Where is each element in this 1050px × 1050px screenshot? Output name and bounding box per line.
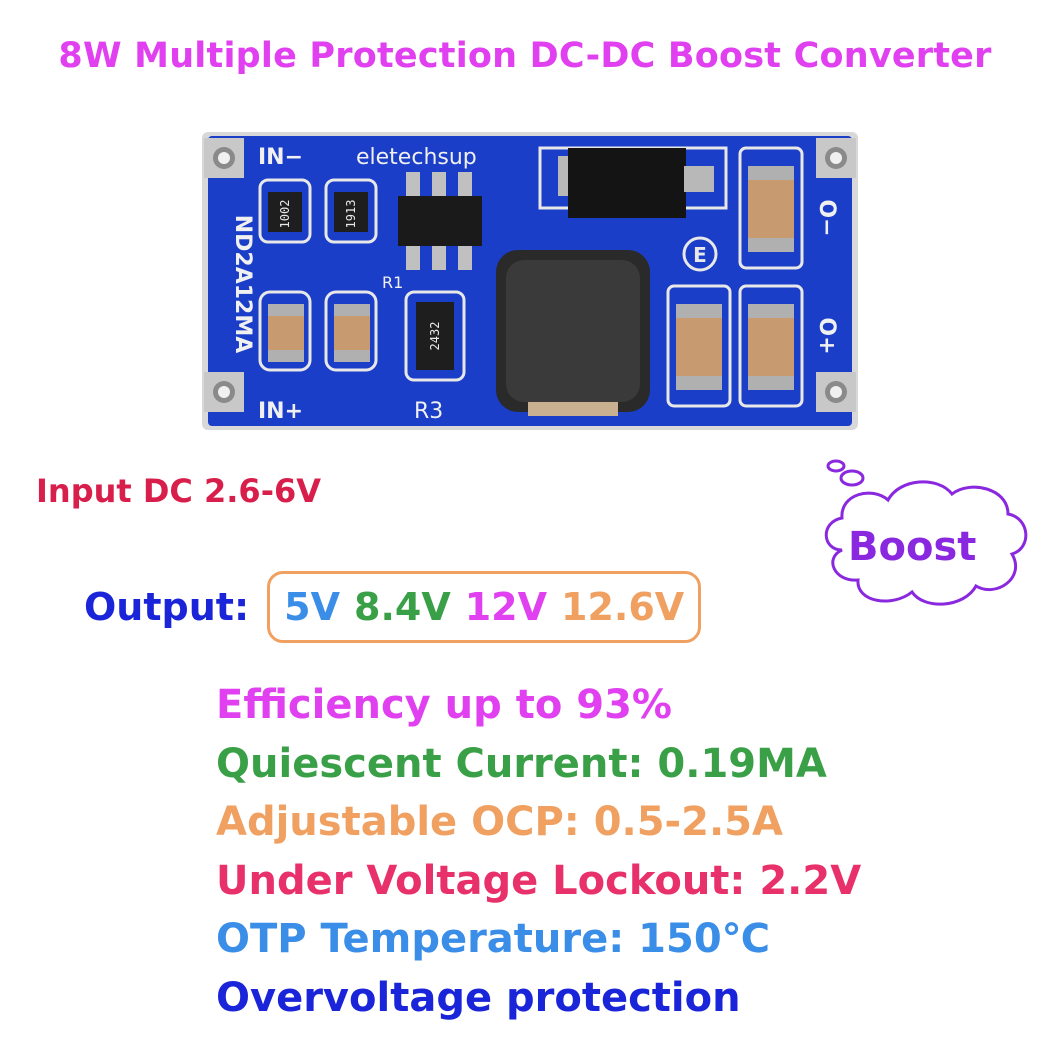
brand-label: eletechsup — [356, 145, 477, 170]
svg-text:1002: 1002 — [278, 200, 292, 229]
output-label: Output: — [84, 585, 250, 629]
boost-label: Boost — [848, 524, 977, 570]
svg-text:1913: 1913 — [344, 200, 358, 229]
feature-adjustable-ocp: Adjustable OCP: 0.5-2.5A — [216, 799, 783, 845]
feature-list: Efficiency up to 93% Quiescent Current: … — [216, 676, 861, 1027]
voltage-8-4v: 8.4V — [354, 585, 451, 629]
voltage-12v: 12V — [464, 585, 548, 629]
voltage-5v: 5V — [284, 585, 340, 629]
label-out-minus: O− — [814, 199, 839, 236]
thought-cloud-icon — [824, 459, 1028, 606]
voltage-12-6v: 12.6V — [561, 585, 685, 629]
feature-under-voltage-lockout: Under Voltage Lockout: 2.2V — [216, 857, 862, 904]
mounting-holes — [204, 138, 856, 412]
output-row: Output: 5V 8.4V 12V 12.6V — [84, 571, 702, 643]
voltage-options-box: 5V 8.4V 12V 12.6V — [267, 571, 702, 643]
svg-text:R1: R1 — [382, 273, 403, 292]
input-spec: Input DC 2.6-6V — [36, 472, 321, 510]
svg-text:E: E — [693, 243, 707, 267]
model-label: ND2A12MA — [230, 215, 255, 354]
feature-otp-temperature: OTP Temperature: 150℃ — [216, 916, 771, 962]
page-title: 8W Multiple Protection DC-DC Boost Conve… — [58, 36, 992, 76]
label-in-minus: IN− — [258, 145, 303, 170]
feature-overvoltage-protection: Overvoltage protection — [216, 974, 741, 1021]
label-in-plus: IN+ — [258, 399, 303, 424]
svg-text:2432: 2432 — [428, 322, 442, 351]
label-out-plus: O+ — [814, 317, 839, 354]
pcb-board-image: 1002 1913 2432 E IN — [196, 126, 864, 436]
svg-text:R3: R3 — [414, 399, 443, 424]
feature-efficiency: Efficiency up to 93% — [216, 682, 672, 728]
feature-quiescent-current: Quiescent Current: 0.19MA — [216, 740, 827, 787]
